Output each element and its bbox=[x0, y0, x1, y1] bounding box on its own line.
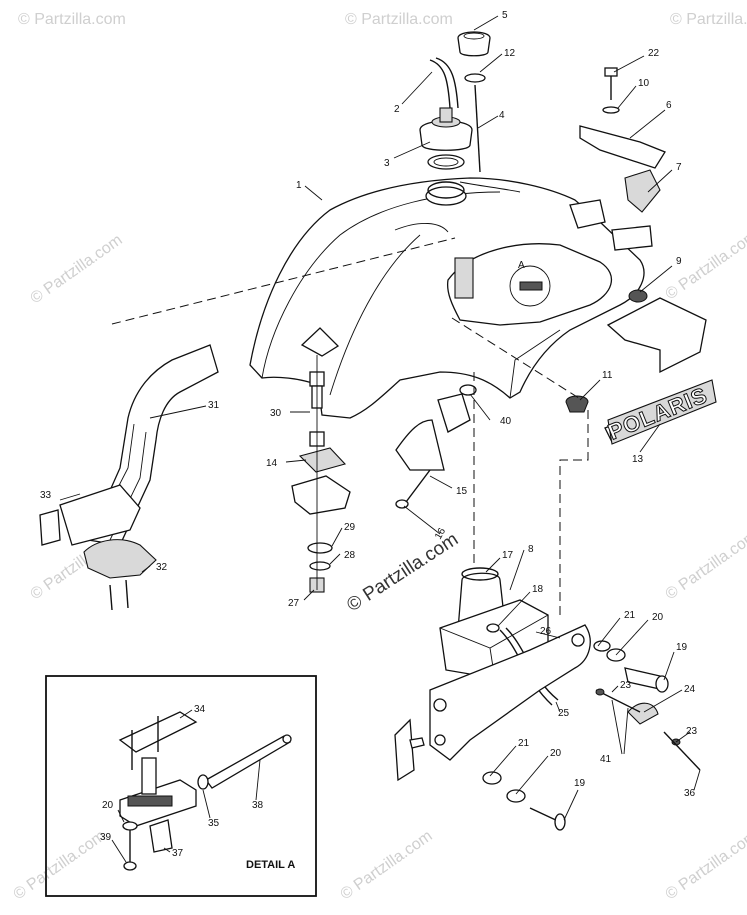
watermark-top-left: © Partzilla.com bbox=[18, 11, 126, 28]
callout-12: 12 bbox=[504, 48, 516, 59]
callout-36: 36 bbox=[684, 788, 696, 799]
callout-20c: 20 bbox=[102, 800, 114, 811]
callout-24: 24 bbox=[684, 684, 696, 695]
polaris-badge: POLARIS bbox=[604, 379, 717, 445]
callout-leaders bbox=[59, 15, 701, 821]
callout-32: 32 bbox=[156, 562, 168, 573]
filler-neck-assembly bbox=[419, 31, 491, 206]
watermark-bottom-left: © Partzilla.com bbox=[11, 828, 109, 904]
grommet-11 bbox=[565, 395, 589, 413]
callout-41: 41 bbox=[600, 754, 612, 765]
callout-25: 25 bbox=[558, 708, 570, 719]
callout-22: 22 bbox=[648, 48, 660, 59]
callout-11: 11 bbox=[602, 370, 613, 381]
callout-20b: 20 bbox=[550, 748, 562, 759]
callout-7: 7 bbox=[676, 162, 682, 173]
callout-19: 19 bbox=[676, 642, 688, 653]
callout-30: 30 bbox=[270, 408, 282, 419]
watermark-top-center: © Partzilla.com bbox=[345, 11, 453, 28]
watermark-top-right: © Partzilla.com bbox=[670, 11, 747, 28]
callout-21: 21 bbox=[624, 610, 636, 621]
callout-35: 35 bbox=[208, 818, 220, 829]
callout-2: 2 bbox=[394, 104, 400, 115]
callout-39: 39 bbox=[100, 832, 112, 843]
leader-lines bbox=[111, 237, 589, 615]
watermark-bottom-right: © Partzilla.com bbox=[663, 828, 747, 904]
watermark-low-right: © Partzilla.com bbox=[663, 528, 747, 604]
watermark-bottom-center: © Partzilla.com bbox=[338, 828, 436, 904]
callout-17: 17 bbox=[502, 550, 514, 561]
callout-18: 18 bbox=[532, 584, 544, 595]
callout-20: 20 bbox=[652, 612, 664, 623]
callout-23b: 23 bbox=[686, 726, 698, 737]
callout-37: 37 bbox=[172, 848, 184, 859]
tank-mount-hardware bbox=[482, 640, 701, 831]
callout-27: 27 bbox=[288, 598, 300, 609]
watermark-center: © Partzilla.com bbox=[343, 529, 462, 616]
callout-38: 38 bbox=[252, 800, 264, 811]
detail-a-marker-label: A bbox=[518, 260, 525, 271]
callout-13: 13 bbox=[632, 454, 644, 465]
callout-5: 5 bbox=[502, 10, 508, 21]
callout-numbers: 1 2 3 4 5 6 7 8 9 10 11 12 13 14 15 16 1… bbox=[40, 10, 698, 859]
callout-33: 33 bbox=[40, 490, 52, 501]
callout-1: 1 bbox=[296, 180, 302, 191]
callout-23: 23 bbox=[620, 680, 632, 691]
mount-hardware bbox=[291, 327, 477, 593]
callout-28: 28 bbox=[344, 550, 356, 561]
callout-3: 3 bbox=[384, 158, 390, 169]
callout-40: 40 bbox=[500, 416, 512, 427]
callout-4: 4 bbox=[499, 110, 505, 121]
polaris-badge-text: POLARIS bbox=[605, 382, 712, 444]
detail-a-inset: DETAIL A bbox=[45, 675, 317, 897]
callout-14: 14 bbox=[266, 458, 278, 469]
detail-a-marker: A bbox=[518, 260, 525, 271]
callout-9: 9 bbox=[676, 256, 682, 267]
detail-a-title: DETAIL A bbox=[246, 859, 295, 871]
watermark-mid-left: © Partzilla.com bbox=[28, 232, 126, 308]
callout-29: 29 bbox=[344, 522, 356, 533]
callout-19b: 19 bbox=[574, 778, 586, 789]
callout-26: 26 bbox=[540, 626, 552, 637]
callout-34: 34 bbox=[194, 704, 206, 715]
callout-31: 31 bbox=[208, 400, 220, 411]
callout-15: 15 bbox=[456, 486, 468, 497]
fuel-tank-body bbox=[249, 177, 653, 419]
frame-rail bbox=[39, 344, 219, 611]
callout-21b: 21 bbox=[518, 738, 530, 749]
callout-8: 8 bbox=[528, 544, 534, 555]
callout-6: 6 bbox=[666, 100, 672, 111]
callout-10: 10 bbox=[638, 78, 650, 89]
upper-right-hardware bbox=[579, 67, 707, 374]
callout-16: 16 bbox=[433, 526, 448, 542]
oil-tank bbox=[394, 567, 591, 782]
